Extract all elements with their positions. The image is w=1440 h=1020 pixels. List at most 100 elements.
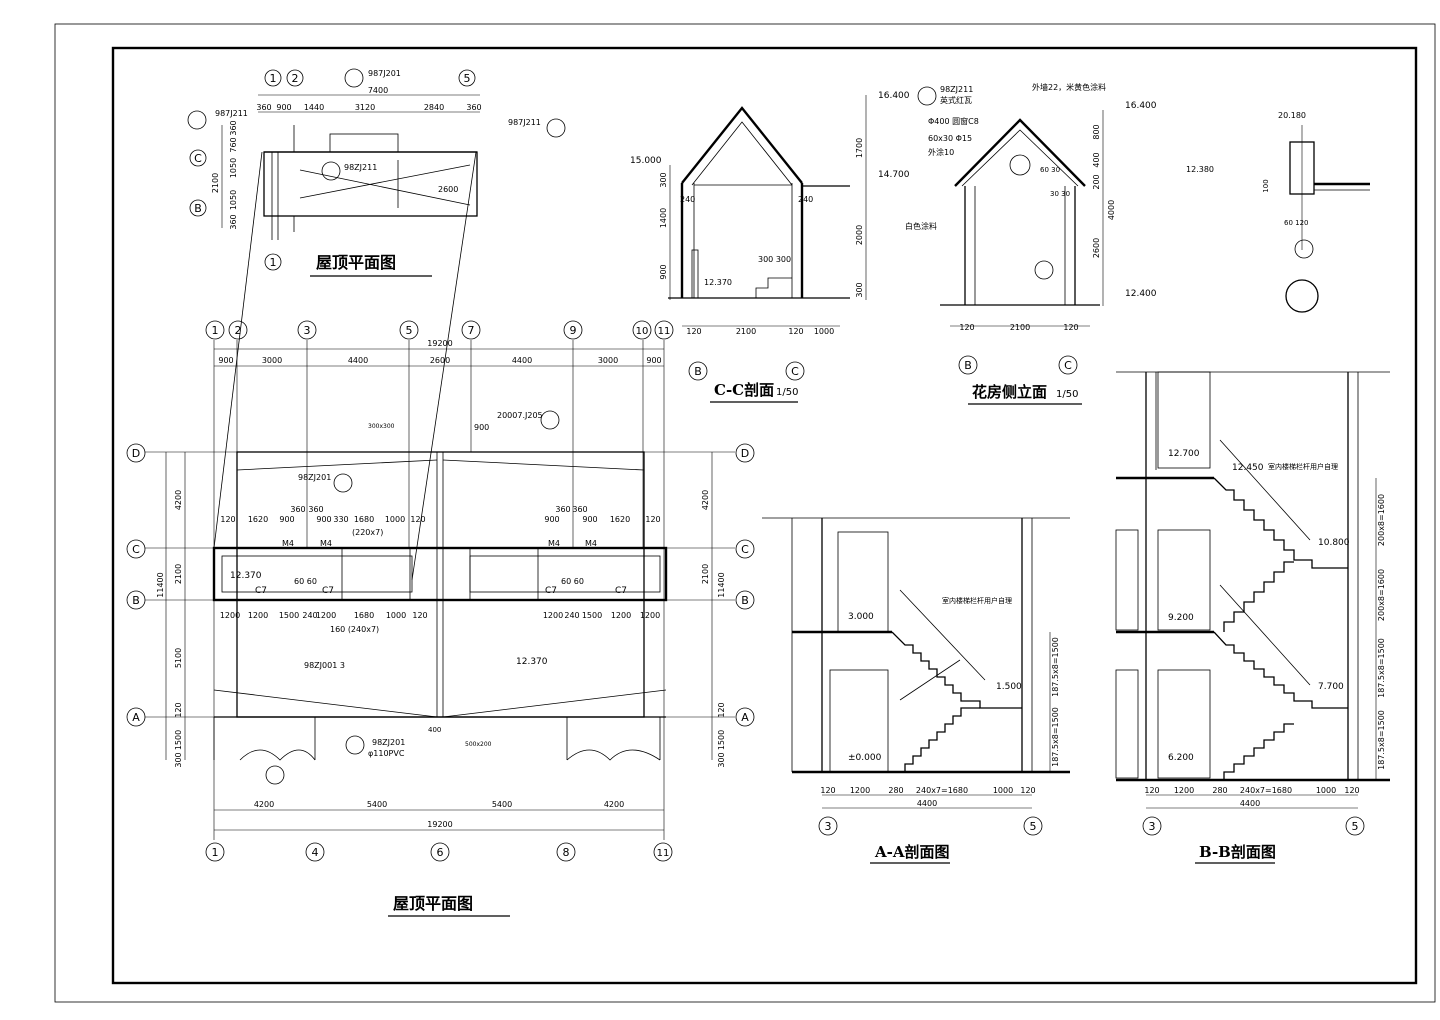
fl-scale: 1/50: [1056, 389, 1078, 400]
large-total-bottom: 19200: [427, 820, 452, 829]
flower-room-elevation: 16.400 12.400 800 200 400 2600 4000 98ZJ…: [905, 82, 1157, 405]
aa-right-2: 187.5x8=1500: [1051, 707, 1060, 767]
row2r-d2: 240: [564, 611, 579, 620]
small-ref-top: 987J201: [368, 69, 401, 78]
large-axis-bottom-4: 4: [312, 846, 319, 859]
large-right-300: 300: [717, 752, 726, 767]
large-total-top: 19200: [427, 339, 452, 348]
fl-note-beam: 60x30 Φ15: [928, 134, 972, 143]
aa-elev-3: ±0.000: [848, 753, 882, 763]
large-axis-top-7: 7: [468, 324, 475, 337]
cc-scale: 1/50: [776, 387, 798, 398]
small-ref-left: 987J211: [215, 109, 248, 118]
large-top-d4: 2600: [430, 356, 450, 365]
small-dim-2600: 2600: [438, 185, 458, 194]
bb-right-1: 200x8=1600: [1377, 494, 1386, 546]
aa-elev-2: 1.500: [996, 682, 1022, 692]
bb-total: 4400: [1240, 799, 1260, 808]
fl-dim-5: 4000: [1107, 200, 1116, 220]
cc-bot-2: 2100: [736, 327, 756, 336]
aa-bot-4: 240x7=1680: [916, 786, 968, 795]
fl-dim-4: 2600: [1092, 238, 1101, 258]
row1r-d5: 1620: [610, 515, 630, 524]
large-bottom-d1: 4200: [254, 800, 274, 809]
large-row-D-left: D: [132, 447, 140, 460]
fl-bot-1: 120: [959, 323, 974, 332]
bb-note: 室内楼梯栏杆用户自理: [1268, 462, 1338, 471]
cc-dim-right-1: 1700: [855, 138, 864, 158]
bb-bot-4: 240x7=1680: [1240, 786, 1292, 795]
large-left-1500: 1500: [174, 730, 183, 750]
bb-elev-3: 10.800: [1318, 538, 1350, 548]
bb-bot-5: 1000: [1316, 786, 1336, 795]
detail-elev-top: 20.180: [1278, 111, 1306, 120]
small-axis-left-B: B: [194, 202, 202, 215]
cc-axis-B: B: [694, 365, 702, 378]
large-left-total: 11400: [156, 572, 165, 597]
aa-note: 室内楼梯栏杆用户自理: [942, 596, 1012, 605]
aa-bot-2: 1200: [850, 786, 870, 795]
cc-dim-right-2: 2000: [855, 225, 864, 245]
fl-dim-3: 400: [1092, 152, 1101, 167]
large-row-C-left: C: [132, 543, 140, 556]
large-bottom-d4: 4200: [604, 800, 624, 809]
large-top-d7: 900: [646, 356, 661, 365]
aa-axis-3: 3: [825, 820, 832, 833]
title-section-cc: C-C剖面: [714, 381, 774, 399]
label-pvc: φ110PVC: [368, 749, 405, 758]
large-axis-top-10: 10: [636, 326, 649, 337]
detail-elev-mid: 12.380: [1186, 165, 1214, 174]
title-roof-small: 屋顶平面图: [316, 253, 396, 272]
aa-bot-5: 1000: [993, 786, 1013, 795]
large-axis-bottom-6: 6: [437, 846, 444, 859]
label-m4-c: M4: [548, 539, 560, 548]
row2r-d1: 1200: [543, 611, 563, 620]
roof-plan-small: 1 2 5 C B 1 7400 360 900 1440 3120 2840 …: [187, 68, 566, 277]
large-left-120: 120: [174, 702, 183, 717]
eave-detail: 20.180 12.380 100 60 120: [1186, 111, 1370, 313]
elev-bottom-12370: 12.370: [516, 657, 548, 667]
roof-plan-large: 1 2 3 5 7 9 10 11 19200 900 3000 4400 26…: [126, 151, 755, 917]
large-left-5100: 5100: [174, 648, 183, 668]
detail-dim-a: 100: [1262, 179, 1270, 192]
aa-right-1: 187.5x8=1500: [1051, 637, 1060, 697]
row2r-d5: 1200: [640, 611, 660, 620]
fl-dim-2: 200: [1092, 174, 1101, 189]
small-dim-left-360b: 360: [229, 120, 238, 135]
large-axis-top-3: 3: [304, 324, 311, 337]
large-axis-top-1: 1: [212, 324, 219, 337]
fl-dim-6030: 60 30: [1040, 166, 1060, 174]
bb-bot-2: 1200: [1174, 786, 1194, 795]
row1r-d2: 360: [555, 505, 570, 514]
fl-bot-2: 2100: [1010, 323, 1030, 332]
row2-d6: 1680: [354, 611, 374, 620]
large-right-120: 120: [717, 702, 726, 717]
large-row-A-right: A: [741, 711, 749, 724]
small-dim-c: 1440: [304, 103, 324, 112]
large-right-2100: 2100: [701, 564, 710, 584]
fl-note-tile: 英式红瓦: [940, 95, 972, 105]
aa-total: 4400: [917, 799, 937, 808]
section-cc: 16.400 14.700 15.000 12.370 1700 2000 30…: [630, 91, 910, 403]
cc-bot-3: 120: [788, 327, 803, 336]
large-axis-bottom-11: 11: [657, 848, 670, 859]
inner-frame: [111, 46, 1418, 985]
cc-bot-1: 120: [686, 327, 701, 336]
title-section-aa: A-A剖面图: [874, 843, 950, 861]
small-axis-top-2: 2: [292, 72, 299, 85]
cc-elev-top: 16.400: [878, 91, 910, 101]
small-dim-d: 3120: [355, 103, 375, 112]
small-dim-e: 2840: [424, 103, 444, 112]
large-right-4200: 4200: [701, 490, 710, 510]
label-m4-a: M4: [282, 539, 294, 548]
bb-elev-4: 9.200: [1168, 613, 1194, 623]
bb-right-3: 187.5x8=1500: [1377, 638, 1386, 698]
row2-d3: 1500: [279, 611, 299, 620]
label-ref-3: 98ZJ001 3: [304, 661, 345, 670]
label-gap-b: 60 60: [561, 577, 584, 586]
large-row-D-right: D: [741, 447, 749, 460]
small-dim-total: 7400: [368, 86, 388, 95]
large-axis-bottom-1: 1: [212, 846, 219, 859]
bb-bot-3: 280: [1212, 786, 1227, 795]
small-axis-bottom-1: 1: [270, 256, 277, 269]
